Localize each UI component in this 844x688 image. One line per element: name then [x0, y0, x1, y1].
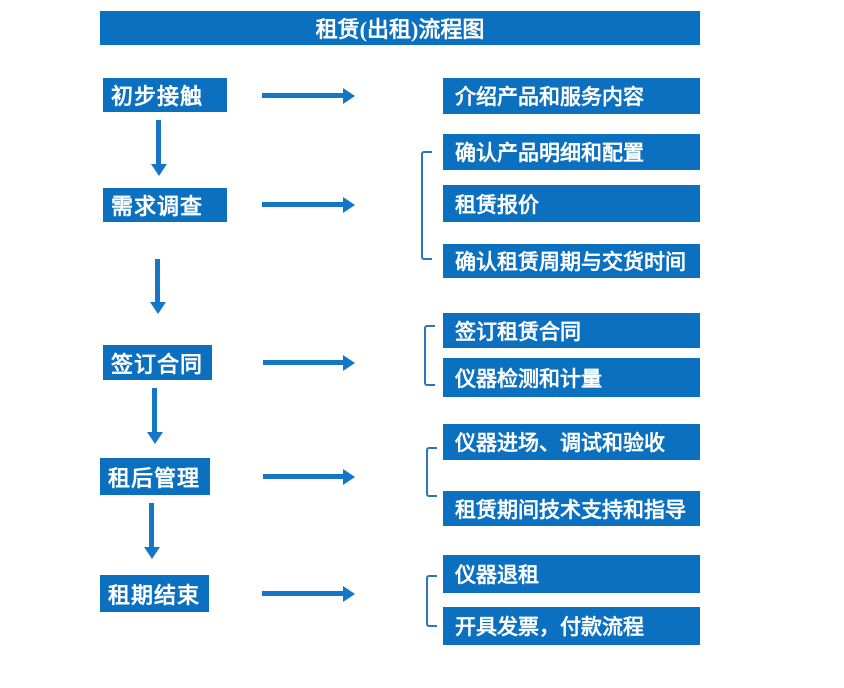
detail-box-sign-rental-contract: 签订租赁合同: [443, 313, 700, 348]
bracket-icon-sign-contract-group: [424, 325, 435, 386]
down-arrow-icon-3: [152, 388, 157, 432]
flowchart-title-bar: 租赁(出租)流程图: [100, 11, 700, 45]
detail-box-invoice-payment: 开具发票，付款流程: [443, 607, 700, 645]
down-arrow-icon-4: [149, 503, 154, 547]
detail-box-confirm-product-details: 确认产品明细和配置: [443, 134, 700, 170]
flowchart-title: 租赁(出租)流程图: [315, 17, 485, 42]
detail-box-confirm-rental-period: 确认租赁周期与交货时间: [443, 244, 700, 278]
detail-box-instrument-testing: 仪器检测和计量: [443, 358, 700, 397]
down-arrow-icon-2: [155, 259, 160, 302]
right-arrow-icon-5: [262, 591, 343, 596]
right-arrow-icon-2: [262, 202, 343, 207]
right-arrow-icon-3: [263, 360, 343, 365]
bracket-icon-rental-end-group: [426, 575, 437, 627]
bracket-icon-demand-survey-group: [421, 151, 432, 260]
step-box-sign-contract: 签订合同: [103, 345, 212, 380]
step-box-demand-survey: 需求调查: [103, 188, 227, 222]
right-arrow-icon-4: [263, 474, 343, 479]
detail-box-rental-quote: 租赁报价: [443, 185, 700, 222]
step-box-initial-contact: 初步接触: [103, 78, 227, 112]
right-arrow-icon-1: [262, 93, 343, 98]
detail-box-technical-support: 租赁期间技术支持和指导: [443, 491, 700, 526]
step-box-rental-end: 租期结束: [100, 575, 209, 612]
detail-box-introduce-products: 介绍产品和服务内容: [443, 78, 700, 114]
detail-box-instrument-return: 仪器退租: [443, 555, 700, 593]
detail-box-instrument-setup-acceptance: 仪器进场、调试和验收: [443, 424, 700, 460]
bracket-icon-post-rental-group: [426, 447, 437, 497]
down-arrow-icon-1: [156, 120, 161, 164]
step-box-post-rental-management: 租后管理: [100, 458, 210, 495]
